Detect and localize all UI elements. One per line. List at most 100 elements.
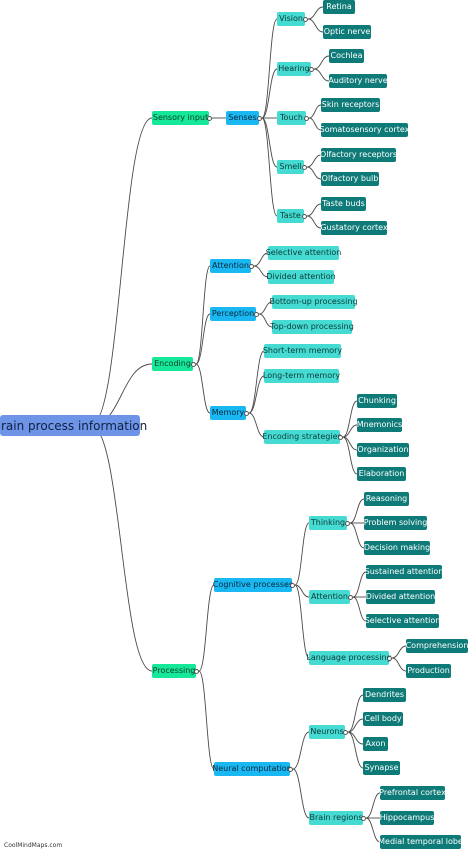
node-medial-temporal-lobe[interactable]: Medial temporal lobe	[378, 835, 463, 849]
collapse-toggle-icon[interactable]	[254, 311, 259, 317]
node-neurons[interactable]: Neurons	[309, 725, 345, 739]
node-language-processing[interactable]: Language processing	[306, 651, 392, 665]
node-chunking[interactable]: Chunking	[357, 394, 397, 408]
node-long-term-memory[interactable]: Long-term memory	[263, 369, 340, 383]
node-somatosensory-cortex[interactable]: Somatosensory cortex	[320, 123, 409, 137]
connector-senses-taste	[261, 117, 278, 217]
connector-root-processing	[90, 425, 153, 672]
node-elaboration[interactable]: Elaboration	[357, 467, 406, 481]
connector-hearing-auditory	[313, 68, 330, 82]
collapse-toggle-icon[interactable]	[290, 582, 295, 588]
node-attention[interactable]: Attention	[210, 259, 251, 273]
node-synapse[interactable]: Synapse	[363, 761, 400, 775]
collapse-toggle-icon[interactable]	[303, 16, 308, 22]
collapse-toggle-icon[interactable]	[249, 263, 254, 269]
node-selective-attention[interactable]: Selective attention	[266, 246, 341, 260]
node-touch[interactable]: Touch	[277, 111, 306, 125]
node-retina[interactable]: Retina	[323, 0, 355, 14]
collapse-toggle-icon[interactable]	[257, 115, 262, 121]
node-hearing[interactable]: Hearing	[277, 62, 311, 76]
connector-touch-skin	[308, 104, 322, 119]
node-sustained-attention[interactable]: Sustained attention	[365, 565, 443, 579]
node-thinking[interactable]: Thinking	[309, 516, 347, 530]
connector-perception-bottomup	[258, 301, 273, 315]
node-problem-solving[interactable]: Problem solving	[364, 516, 427, 530]
node-perception[interactable]: Perception	[210, 307, 256, 321]
collapse-toggle-icon[interactable]	[387, 655, 392, 661]
node-comprehension[interactable]: Comprehension	[406, 639, 468, 653]
node-cognitive-processes[interactable]: Cognitive processes	[213, 578, 293, 592]
collapse-toggle-icon[interactable]	[302, 213, 307, 219]
connector-brainregions-medialtemporal	[365, 817, 381, 843]
collapse-toggle-icon[interactable]	[302, 164, 307, 170]
node-prefrontal-cortex[interactable]: Prefrontal cortex	[379, 786, 446, 800]
node-decision-making[interactable]: Decision making	[364, 541, 430, 555]
node-auditory-nerve[interactable]: Auditory nerve	[328, 74, 388, 88]
connector-smell-olfbulb	[306, 166, 322, 180]
node-bottom-up-processing[interactable]: Bottom-up processing	[269, 295, 358, 309]
node-skin-receptors[interactable]: Skin receptors	[321, 98, 380, 112]
collapse-toggle-icon[interactable]	[304, 115, 309, 121]
collapse-toggle-icon[interactable]	[348, 594, 353, 600]
node-vision[interactable]: Vision	[277, 12, 305, 26]
node-taste-buds[interactable]: Taste buds	[321, 197, 366, 211]
connector-encoding-memory	[195, 363, 211, 414]
collapse-toggle-icon[interactable]	[345, 520, 350, 526]
connector-memory-ltm	[248, 375, 265, 414]
node-divided-attention[interactable]: Divided attention	[266, 270, 336, 284]
node-olfactory-receptors[interactable]: Olfactory receptors	[320, 148, 397, 162]
connector-senses-vision	[261, 18, 278, 119]
node-mnemonics[interactable]: Mnemonics	[357, 418, 402, 432]
node-brain-regions[interactable]: Brain regions	[309, 811, 363, 825]
connector-neural-neurons	[292, 731, 310, 770]
collapse-toggle-icon[interactable]	[309, 66, 314, 72]
collapse-toggle-icon[interactable]	[194, 668, 199, 674]
node-divided-attention[interactable]: Divided attention	[366, 590, 435, 604]
node-smell[interactable]: Smell	[277, 160, 304, 174]
connector-memory-stm	[248, 350, 265, 414]
root-node[interactable]: Brain process information	[0, 415, 147, 436]
connector-encoding-perception	[195, 313, 211, 365]
node-cell-body[interactable]: Cell body	[363, 712, 403, 726]
node-senses[interactable]: Senses	[226, 111, 259, 125]
node-encoding-strategies[interactable]: Encoding strategies	[262, 430, 342, 444]
collapse-toggle-icon[interactable]	[288, 766, 293, 772]
collapse-toggle-icon[interactable]	[343, 729, 348, 735]
node-hippocampus[interactable]: Hippocampus	[380, 811, 434, 825]
node-gustatory-cortex[interactable]: Gustatory cortex	[320, 221, 388, 235]
node-memory[interactable]: Memory	[210, 406, 246, 420]
connector-memory-encstrat	[248, 412, 265, 438]
collapse-toggle-icon[interactable]	[338, 434, 343, 440]
connector-taste-gustatory	[306, 215, 322, 229]
connector-touch-soma	[308, 117, 322, 131]
node-production[interactable]: Production	[406, 664, 451, 678]
node-selective-attention[interactable]: Selective attention	[365, 614, 440, 628]
node-short-term-memory[interactable]: Short-term memory	[263, 344, 342, 358]
node-attention[interactable]: Attention	[309, 590, 350, 604]
node-organization[interactable]: Organization	[357, 443, 409, 457]
connector-neurons-dendrites	[347, 694, 364, 733]
connector-thinking-decision	[349, 522, 365, 549]
collapse-toggle-icon[interactable]	[207, 115, 212, 121]
connector-perception-topdown	[258, 313, 273, 328]
node-dendrites[interactable]: Dendrites	[363, 688, 406, 702]
collapse-toggle-icon[interactable]	[361, 815, 366, 821]
connector-attention1-selatt1	[253, 252, 269, 267]
node-top-down-processing[interactable]: Top-down processing	[270, 320, 354, 334]
node-neural-computation[interactable]: Neural computation	[212, 762, 292, 776]
node-sensory-input[interactable]: Sensory input	[152, 111, 209, 125]
node-cochlea[interactable]: Cochlea	[329, 49, 364, 63]
node-processing[interactable]: Processing	[152, 664, 196, 678]
node-axon[interactable]: Axon	[363, 737, 388, 751]
connector-attention1-divatt	[253, 265, 269, 278]
collapse-toggle-icon[interactable]	[244, 410, 249, 416]
connector-encstrat-elaboration	[342, 436, 358, 475]
node-reasoning[interactable]: Reasoning	[364, 492, 409, 506]
node-taste[interactable]: Taste	[277, 209, 304, 223]
node-optic-nerve[interactable]: Optic nerve	[323, 25, 371, 39]
node-olfactory-bulb[interactable]: Olfactory bulb	[321, 172, 379, 186]
node-encoding[interactable]: Encoding	[152, 357, 193, 371]
connector-processing-neural	[198, 670, 215, 770]
collapse-toggle-icon[interactable]	[191, 361, 196, 367]
